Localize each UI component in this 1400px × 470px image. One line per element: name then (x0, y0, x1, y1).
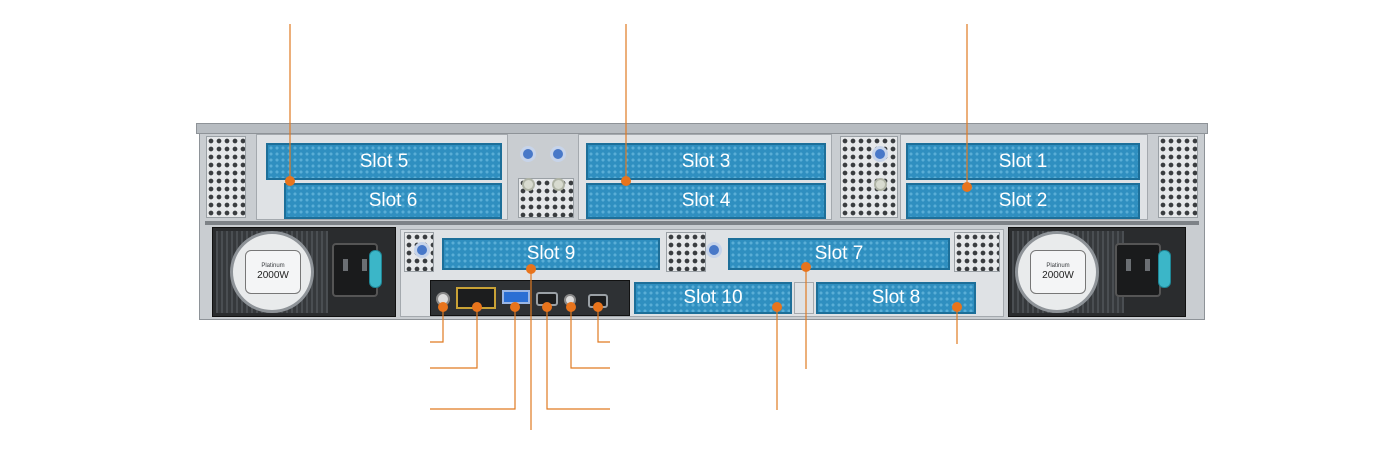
chassis-divider (205, 221, 1199, 225)
psu-right-latch[interactable] (1158, 250, 1171, 288)
stud-icon (874, 178, 887, 191)
psu-left-grade: Platinum (261, 263, 285, 269)
callout-dot-slot-1-2 (962, 182, 972, 192)
leader-id-button (570, 307, 610, 369)
callout-dot-slot-9 (526, 264, 536, 274)
psu-left-label: Platinum 2000W (245, 250, 301, 294)
screw-icon[interactable] (414, 242, 430, 258)
psu-left-latch[interactable] (369, 250, 382, 288)
callout-dot-slot-7 (801, 262, 811, 272)
psu-right-grade: Platinum (1046, 263, 1070, 269)
slot-2: Slot 2 (906, 183, 1140, 219)
callout-dot-power-button (438, 302, 448, 312)
stud-icon (522, 178, 535, 191)
vent-right-upper (1158, 136, 1198, 218)
vent-lower-right (954, 232, 1000, 272)
callout-dot-usb (510, 302, 520, 312)
psu-left-wattage: 2000W (257, 270, 289, 281)
callout-dot-mini-displayport (542, 302, 552, 312)
screw-icon[interactable] (872, 146, 888, 162)
slot-10-8-separator (794, 282, 814, 314)
vent-left-upper (206, 136, 246, 218)
slot-9: Slot 9 (442, 238, 660, 270)
slot-5: Slot 5 (266, 143, 502, 180)
power-inlet-icon[interactable] (1115, 243, 1161, 297)
leader-power-button (430, 307, 444, 343)
slot-4: Slot 4 (586, 183, 826, 219)
leader-mini-displayport (546, 307, 610, 410)
callout-dot-slot-10 (772, 302, 782, 312)
screw-icon[interactable] (706, 242, 722, 258)
callout-dot-slot-5-6 (285, 176, 295, 186)
leader-usb (430, 307, 516, 410)
slot-7: Slot 7 (728, 238, 950, 270)
callout-dot-rj45 (472, 302, 482, 312)
callout-dot-com-port (593, 302, 603, 312)
slot-8: Slot 8 (816, 282, 976, 314)
screw-icon[interactable] (550, 146, 566, 162)
psu-right-wattage: 2000W (1042, 270, 1074, 281)
slot-6: Slot 6 (284, 183, 502, 219)
chassis-top-lip (196, 123, 1208, 134)
leader-com-port (597, 307, 610, 343)
screw-icon[interactable] (520, 146, 536, 162)
vent-center-right-upper (840, 136, 898, 218)
vent-lower-center (666, 232, 706, 272)
callout-dot-id-button (566, 302, 576, 312)
callout-dot-slot-8 (952, 302, 962, 312)
slot-1: Slot 1 (906, 143, 1140, 180)
psu-right-label: Platinum 2000W (1030, 250, 1086, 294)
stud-icon (552, 178, 565, 191)
callout-dot-slot-3-4 (621, 176, 631, 186)
leader-rj45 (430, 307, 478, 369)
slot-10: Slot 10 (634, 282, 792, 314)
